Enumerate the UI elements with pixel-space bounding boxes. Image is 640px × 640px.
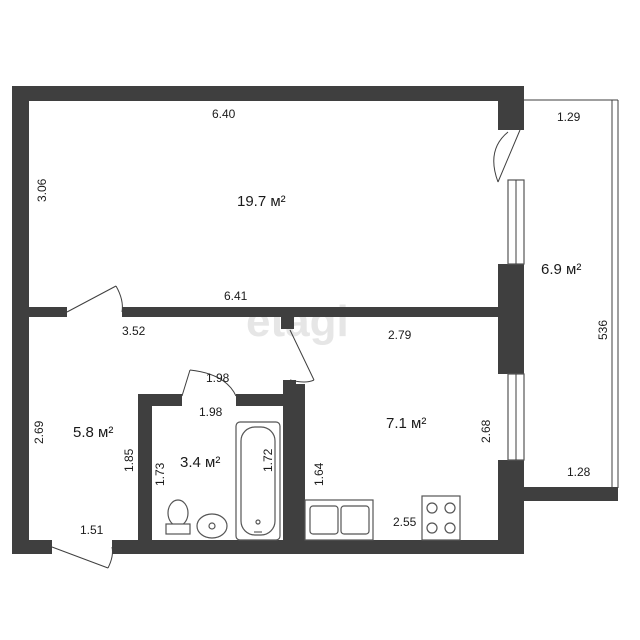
kitchen-left-wall bbox=[294, 384, 305, 554]
living-room-area-label: 19.7 м² bbox=[237, 193, 286, 210]
outer-wall-left bbox=[12, 86, 29, 554]
dim-balcony-top: 1.29 bbox=[557, 110, 581, 124]
dim-bathroom-top-outer: 1.98 bbox=[206, 371, 230, 385]
door-balcony bbox=[493, 129, 521, 183]
fixtures bbox=[165, 421, 461, 541]
outer-wall-bottom-right bbox=[112, 540, 524, 554]
watermark-logo: etagi bbox=[246, 297, 349, 346]
dim-bathroom-right: 1.72 bbox=[261, 448, 275, 472]
dim-kitchen-bottom: 2.55 bbox=[393, 515, 417, 529]
dimension-labels: 6.40 3.06 6.41 1.29 536 1.28 3.52 2.69 1… bbox=[32, 107, 610, 537]
dim-living-left: 3.06 bbox=[35, 178, 49, 202]
dim-bathroom-top-inner: 1.98 bbox=[199, 405, 223, 419]
dim-kitchen-right: 2.68 bbox=[479, 419, 493, 443]
middle-wall-right bbox=[122, 307, 498, 317]
middle-wall-post bbox=[281, 307, 294, 329]
dim-hallway-right: 1.85 bbox=[122, 448, 136, 472]
dim-hallway-top: 3.52 bbox=[122, 324, 146, 338]
balcony-bottom-wall bbox=[524, 487, 618, 501]
room-areas: 19.7 м² 6.9 м² 5.8 м² 3.4 м² 7.1 м² bbox=[73, 193, 581, 471]
bathroom-left-wall bbox=[138, 394, 152, 554]
dim-balcony-length: 536 bbox=[596, 320, 610, 340]
dim-kitchen-left: 1.64 bbox=[312, 462, 326, 486]
balcony-area-label: 6.9 м² bbox=[541, 261, 581, 278]
bathroom-right-wall bbox=[283, 380, 296, 554]
door-bathroom bbox=[181, 369, 237, 397]
dim-kitchen-top: 2.79 bbox=[388, 328, 412, 342]
walls bbox=[12, 86, 619, 554]
wall-balcony-divider-top bbox=[498, 86, 524, 130]
door-entrance bbox=[51, 546, 113, 569]
outer-wall-bottom-left bbox=[12, 540, 52, 554]
stove bbox=[421, 495, 461, 541]
dim-living-top: 6.40 bbox=[212, 107, 236, 121]
dim-bathroom-left: 1.73 bbox=[153, 462, 167, 486]
doors bbox=[51, 129, 521, 569]
hallway-area-label: 5.8 м² bbox=[73, 424, 113, 441]
wall-balcony-divider-mid bbox=[498, 264, 524, 374]
dim-living-bottom: 6.41 bbox=[224, 289, 248, 303]
bathroom-top-wall-right bbox=[236, 394, 296, 406]
dim-hallway-left: 2.69 bbox=[32, 420, 46, 444]
bathroom-area-label: 3.4 м² bbox=[180, 454, 220, 471]
middle-wall-left bbox=[29, 307, 67, 317]
dim-hallway-bottom: 1.51 bbox=[80, 523, 104, 537]
windows bbox=[507, 179, 525, 461]
outer-wall-top bbox=[12, 86, 524, 101]
kitchen-area-label: 7.1 м² bbox=[386, 415, 426, 432]
toilet bbox=[167, 499, 189, 527]
dim-balcony-bottom: 1.28 bbox=[567, 465, 591, 479]
door-kitchen bbox=[289, 329, 315, 383]
wall-balcony-divider-bottom bbox=[498, 460, 524, 554]
door-living-room bbox=[66, 285, 123, 313]
